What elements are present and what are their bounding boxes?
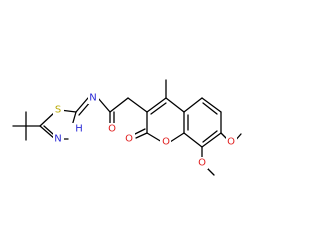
bond-c8-c8a (183, 132, 203, 148)
ring-nh-hydrogen-label: H (75, 124, 83, 135)
bond-c7-c8 (201, 132, 222, 148)
bond-c4-c4a (165, 97, 185, 113)
bond-c3-c4 (146, 97, 167, 113)
bond-c2-lactone-o (135, 132, 148, 139)
amide-oxygen-label: O (108, 124, 116, 135)
bond-nexo-carbonyl-c (97, 97, 111, 113)
lactone-carbonyl-oxygen-label: O (125, 134, 133, 145)
bond-c2-lactone-o-double (134, 128, 146, 135)
sulfur-atom-label: S (55, 105, 61, 116)
bond-c8a-o1 (169, 132, 185, 143)
nitrogen-exocyclic-label: N (89, 93, 96, 104)
bond-c4a-c5 (183, 97, 203, 113)
methoxy-oxygen-7-label: O (227, 137, 235, 148)
bond-c3-c4-double (150, 102, 167, 115)
atom-labels: S N H N O O O O O (53, 92, 237, 169)
bond-c5-c6-double (202, 102, 218, 115)
methoxy-oxygen-8-label: O (198, 158, 206, 169)
bond-c5-c6 (201, 97, 222, 113)
bond-n4-c5 (39, 125, 56, 140)
bond-ch2-c3 (127, 97, 148, 113)
bond-carbonyl-ch2 (109, 97, 129, 113)
ring-oxygen-label: O (162, 137, 170, 148)
bond-c5-s1 (39, 111, 56, 127)
bond-n4-c5-double (43, 125, 54, 135)
bond-c7-c8-double (202, 130, 218, 143)
nitrogen-ring-label: N (54, 134, 61, 145)
bond-c2-nexo (75, 97, 89, 113)
chemical-structure-diagram: S N H N O O O O O (12, 79, 242, 176)
bond-o1-c2 (146, 132, 163, 143)
